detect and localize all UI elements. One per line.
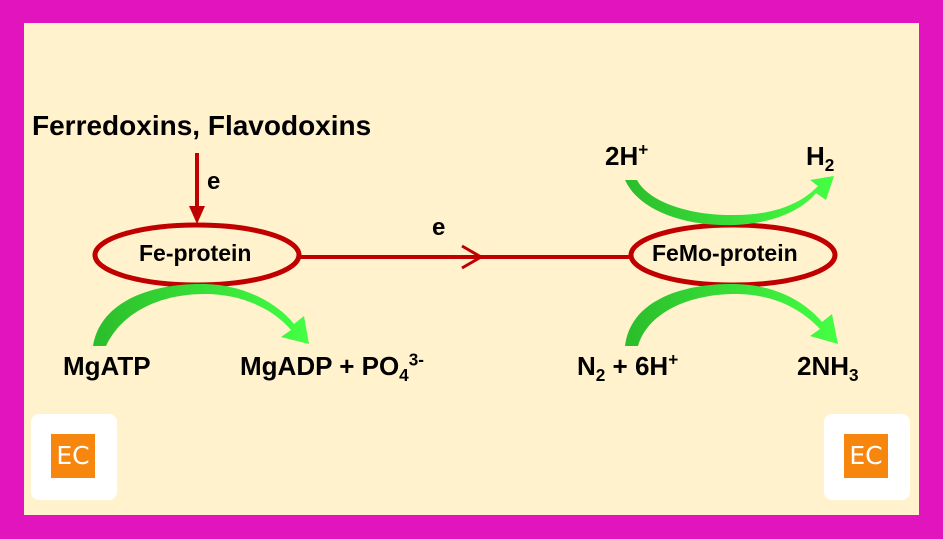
proton-reduction-curve-arrow bbox=[625, 176, 834, 226]
mgatp-label: MgATP bbox=[63, 351, 151, 381]
atp-hydrolysis-curve-arrow bbox=[93, 283, 309, 346]
fe-protein-label: Fe-protein bbox=[139, 240, 252, 266]
diagram-panel bbox=[24, 23, 919, 515]
electron-label-transfer: e bbox=[432, 214, 446, 241]
hydrogen-label: H2 bbox=[806, 141, 835, 176]
electron-label-donor: e bbox=[207, 168, 221, 195]
donor-arrow bbox=[189, 153, 205, 224]
ec-logo-left-card: EC bbox=[31, 414, 117, 500]
ec-logo-right: EC bbox=[844, 434, 888, 478]
mgadp-phosphate-label: MgADP + PO43- bbox=[240, 349, 424, 386]
ec-logo-left: EC bbox=[51, 434, 95, 478]
electron-transfer-arrow bbox=[300, 244, 632, 270]
nitrogen-protons-label: N2 + 6H+ bbox=[577, 349, 679, 386]
ammonia-label: 2NH3 bbox=[797, 351, 859, 386]
protons-label: 2H+ bbox=[605, 139, 649, 171]
femo-protein-label: FeMo-protein bbox=[652, 240, 798, 266]
ec-logo-right-card: EC bbox=[824, 414, 910, 500]
electron-donors-label: Ferredoxins, Flavodoxins bbox=[32, 110, 372, 141]
nitrogen-reduction-curve-arrow bbox=[625, 283, 838, 346]
